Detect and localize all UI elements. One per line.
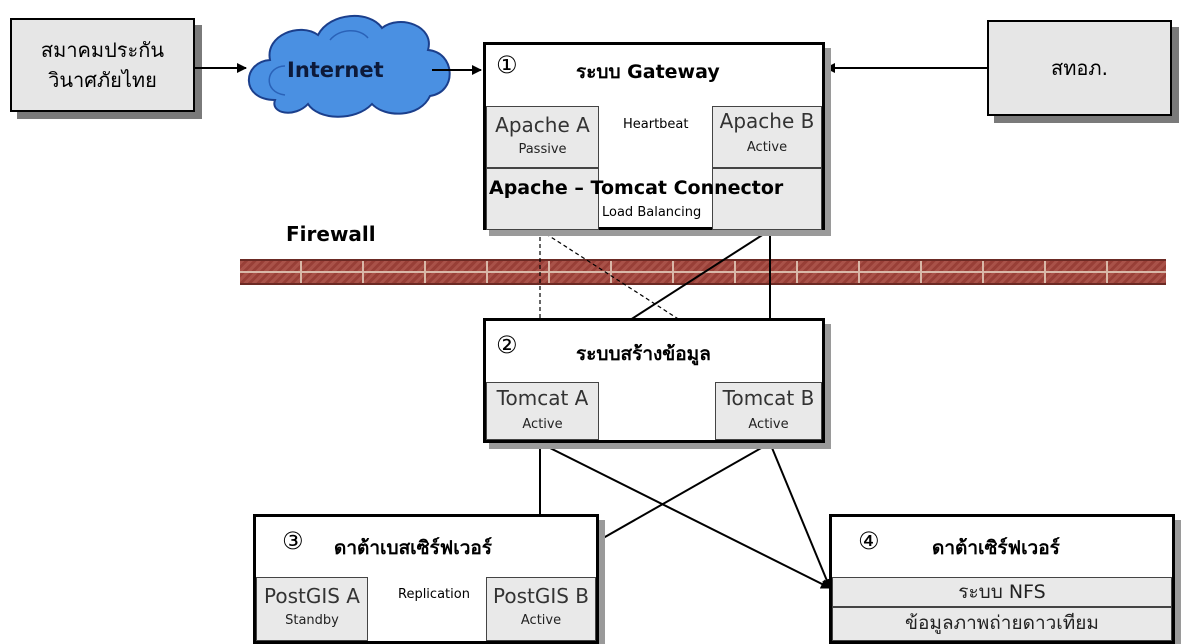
tomcat-a-state: Active — [522, 417, 563, 432]
arrow-tomcat-b-to-nfs — [769, 442, 832, 589]
apache-b-node: Apache B Active — [712, 106, 822, 168]
gistda-box: สทอภ. — [987, 20, 1172, 116]
gistda-label: สทอภ. — [1051, 56, 1108, 80]
replication-label: Replication — [398, 587, 470, 602]
gateway-system: ① ระบบ Gateway Apache A Passive Apache B… — [483, 42, 825, 230]
db-number: ③ — [282, 527, 304, 555]
data-number: ④ — [858, 527, 880, 555]
tomcat-b-label: Tomcat B — [722, 386, 815, 410]
imagery-label: ข้อมูลภาพถ่ายดาวเทียม — [905, 612, 1099, 634]
internet-label: Internet — [287, 58, 384, 82]
nfs-label: ระบบ NFS — [958, 581, 1046, 603]
connector-right-cell — [712, 168, 822, 230]
data-generation-system: ② ระบบสร้างข้อมูล Tomcat A Active Tomcat… — [483, 318, 825, 443]
tomcat-a-label: Tomcat A — [496, 386, 589, 410]
app-number: ② — [496, 331, 518, 359]
apache-a-state: Passive — [518, 142, 567, 157]
insurance-association-line1: สมาคมประกัน — [40, 38, 165, 62]
insurance-association-line2: วินาศภัยไทย — [48, 68, 157, 92]
data-server: ④ ดาต้าเซิร์ฟเวอร์ ระบบ NFS ข้อมูลภาพถ่า… — [829, 514, 1175, 644]
postgis-a-node: PostGIS A Standby — [256, 577, 368, 641]
internet-cloud-icon — [247, 15, 451, 118]
gateway-title: ระบบ Gateway — [576, 61, 720, 83]
connector-left-cell — [486, 168, 599, 230]
tomcat-a-node: Tomcat A Active — [486, 382, 599, 440]
apache-a-node: Apache A Passive — [486, 106, 599, 168]
connector-label: Apache – Tomcat Connector — [489, 177, 784, 199]
imagery-row: ข้อมูลภาพถ่ายดาวเทียม — [832, 607, 1172, 641]
postgis-b-state: Active — [520, 613, 562, 628]
tomcat-b-node: Tomcat B Active — [715, 382, 822, 440]
database-server: ③ ดาต้าเบสเซิร์ฟเวอร์ PostGIS A Standby … — [253, 514, 599, 644]
postgis-a-label: PostGIS A — [264, 584, 360, 608]
db-title: ดาต้าเบสเซิร์ฟเวอร์ — [334, 537, 492, 559]
data-title: ดาต้าเซิร์ฟเวอร์ — [932, 537, 1060, 559]
insurance-association-box: สมาคมประกัน วินาศภัยไทย — [10, 18, 195, 112]
firewall-label: Firewall — [286, 222, 376, 246]
apache-b-state: Active — [746, 140, 788, 155]
heartbeat-label: Heartbeat — [623, 117, 689, 132]
gateway-number: ① — [496, 51, 518, 79]
tomcat-b-state: Active — [748, 417, 789, 432]
arrow-tomcat-a-to-nfs — [539, 442, 831, 589]
postgis-b-label: PostGIS B — [492, 584, 589, 608]
app-title: ระบบสร้างข้อมูล — [576, 343, 711, 365]
apache-b-label: Apache B — [719, 109, 815, 133]
load-balancing-label: Load Balancing — [602, 205, 702, 220]
postgis-b-node: PostGIS B Active — [486, 577, 596, 641]
nfs-row: ระบบ NFS — [832, 577, 1172, 607]
apache-a-label: Apache A — [495, 113, 590, 137]
postgis-a-state: Standby — [285, 613, 339, 628]
